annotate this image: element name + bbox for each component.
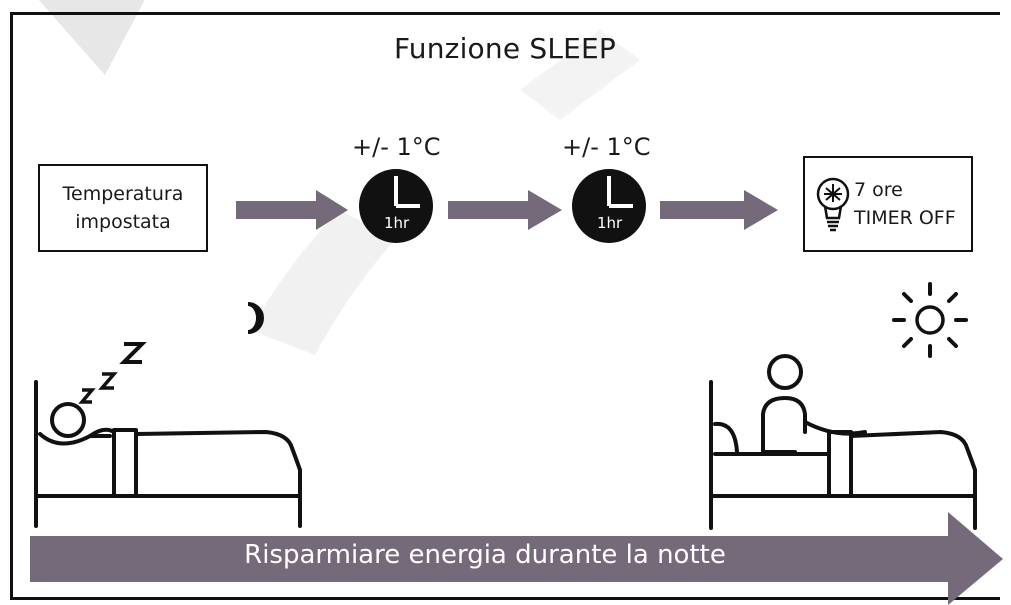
set-temperature-line1: Temperatura [62, 183, 184, 205]
moon-icon [247, 302, 264, 334]
diagram-frame [10, 12, 1000, 600]
zzz-icon [78, 342, 147, 404]
timer-off-label: TIMER OFF [854, 207, 956, 229]
clock-icon [359, 169, 433, 243]
timer-off-text: 7 ore TIMER OFF [854, 176, 956, 232]
person-sitting-up-in-bed-icon [709, 354, 977, 530]
clock-icon [572, 169, 646, 243]
flow-arrow-2 [448, 190, 562, 230]
clock-label-2: 1hr [597, 214, 623, 232]
clock-label-1: 1hr [384, 214, 410, 232]
temperature-delta-1: +/- 1°C [352, 133, 441, 161]
sleeping-person-in-bed-icon [34, 380, 302, 528]
energy-saving-arrow [30, 512, 1003, 605]
set-temperature-line2: impostata [75, 211, 171, 233]
temperature-delta-2: +/- 1°C [562, 133, 651, 161]
flow-arrow-3 [660, 190, 778, 230]
flow-arrow-1 [236, 190, 348, 230]
energy-saving-caption: Risparmiare energia durante la notte [244, 540, 726, 570]
timer-off-box: 7 ore TIMER OFF [803, 156, 973, 252]
timer-hours: 7 ore [854, 179, 903, 201]
sun-icon [892, 282, 968, 358]
lightbulb-icon [816, 177, 850, 232]
set-temperature-box: Temperatura impostata [38, 164, 208, 252]
diagram-title: Funzione SLEEP [394, 32, 616, 65]
